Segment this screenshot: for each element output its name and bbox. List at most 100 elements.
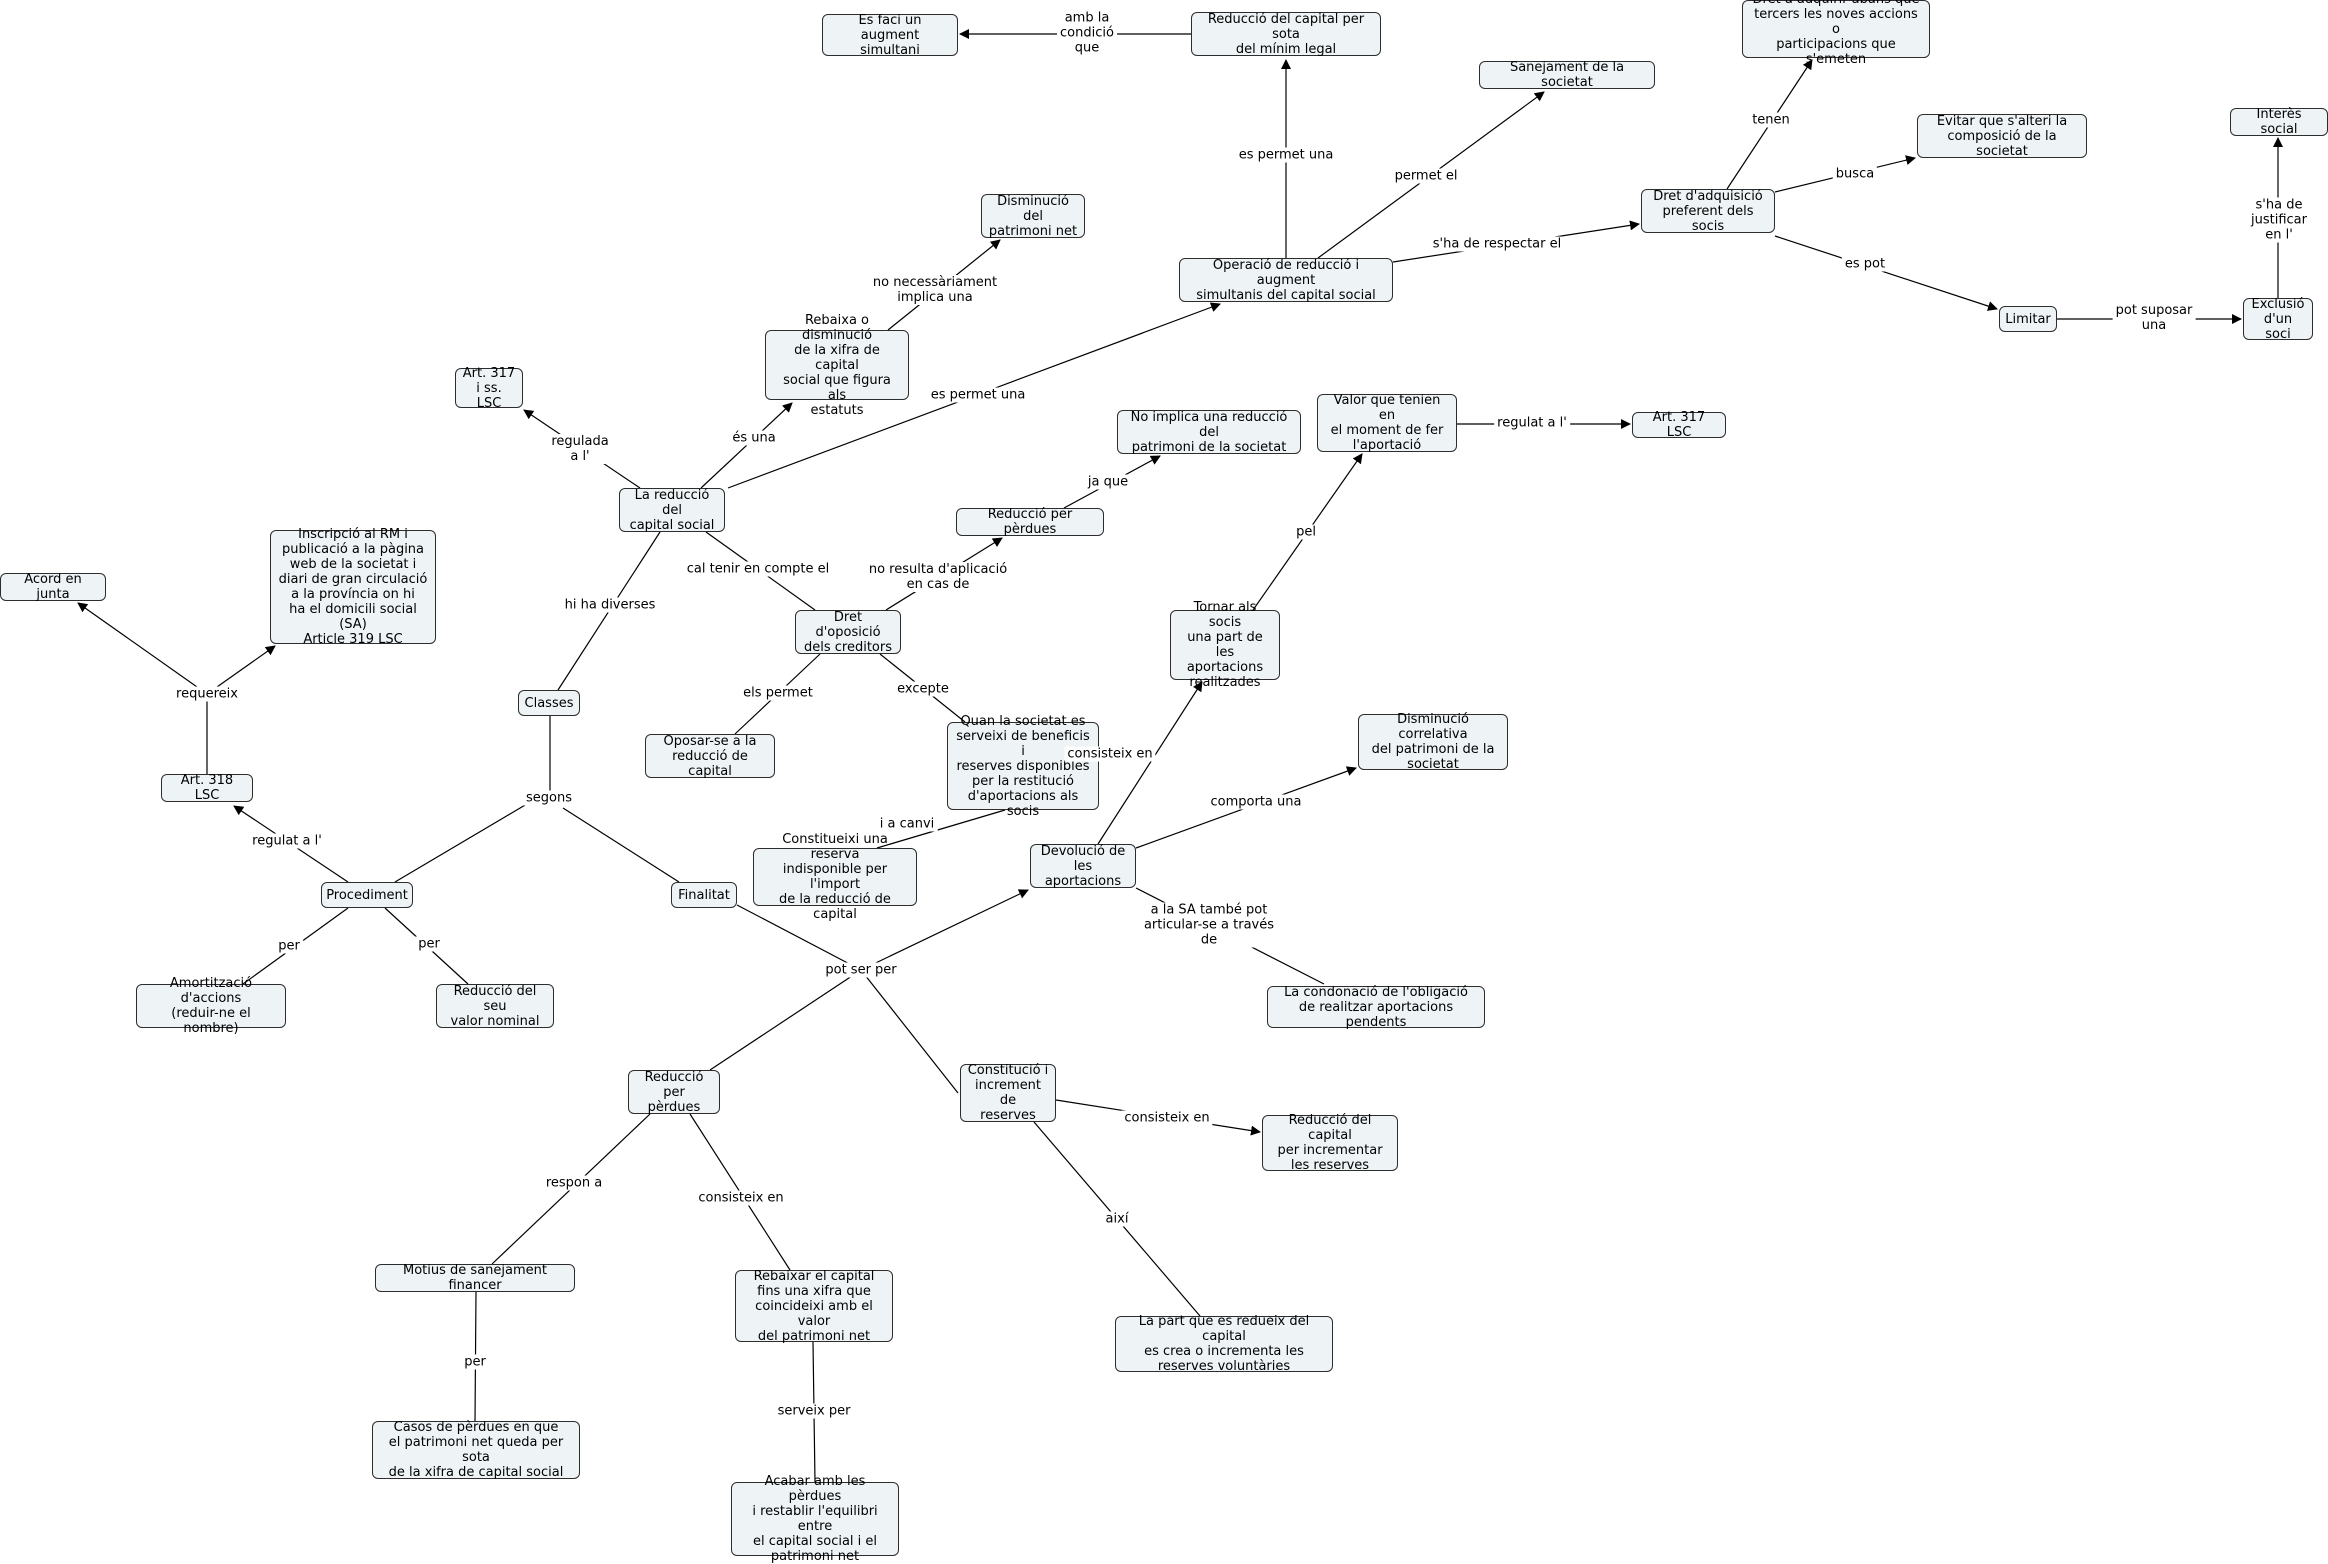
node-interes-text: Interès social [2256, 107, 2302, 137]
node-art317b-text: Art. 317 LSC [1652, 410, 1706, 440]
node-limitar-text: Limitar [2005, 311, 2051, 327]
label-no-necessariament: no necessàriament implica una [869, 275, 1001, 305]
connector-1 [700, 402, 793, 489]
node-evitar-text: Evitar que s'alteri la composició de la … [1936, 113, 2068, 159]
node-sanejament-text: Sanejament de la societat [1509, 60, 1625, 90]
node-rebaixar-text: Rebaixar el capital fins una xifra que c… [753, 1268, 875, 1344]
node-acabar[interactable]: Acabar amb les pèrdues i restablir l'equ… [731, 1474, 899, 1564]
node-operacio-text: Operació de reducció i augment simultani… [1196, 257, 1376, 303]
node-quan[interactable]: Quan la societat es serveixi de benefici… [947, 714, 1099, 819]
node-condonacio-text: La condonació de l'obligació de realitza… [1284, 984, 1468, 1030]
label-respectar: s'ha de respectar el [1429, 236, 1565, 252]
node-casos[interactable]: Casos de pèrdues en que el patrimoni net… [372, 1420, 580, 1480]
node-valor-nominal[interactable]: Reducció del seu valor nominal [436, 984, 554, 1029]
node-dret-oposicio[interactable]: Dret d'oposició dels creditors [795, 609, 901, 655]
node-augment[interactable]: Es faci un augment simultani [822, 12, 958, 58]
node-amortitzacio[interactable]: Amortització d'accions (reduir-ne el nom… [136, 976, 286, 1036]
connector-26 [206, 645, 276, 695]
node-tornar[interactable]: Tornar als socis una part de les aportac… [1170, 600, 1280, 690]
node-acabar-text: Acabar amb les pèrdues i restablir l'equ… [752, 1474, 878, 1564]
label-regulat: regulat a l' [249, 833, 325, 849]
node-quan-text: Quan la societat es serveixi de benefici… [956, 713, 1090, 819]
label-es-permet-una: es permet una [927, 387, 1029, 403]
node-dret-oposicio-text: Dret d'oposició dels creditors [803, 609, 892, 655]
node-rebaixar[interactable]: Rebaixar el capital fins una xifra que c… [735, 1268, 893, 1344]
node-art317b[interactable]: Art. 317 LSC [1632, 410, 1726, 440]
label-excepte: excepte [894, 681, 952, 697]
node-devolucio-text: Devolució de les aportacions [1040, 843, 1126, 889]
node-constitucio-text: Constitució i increment de reserves [967, 1063, 1049, 1123]
label-no-resulta: no resulta d'aplicació en cas de [865, 562, 1011, 592]
node-condonacio[interactable]: La condonació de l'obligació de realitza… [1267, 984, 1485, 1030]
node-operacio[interactable]: Operació de reducció i augment simultani… [1179, 257, 1393, 303]
node-sanejament[interactable]: Sanejament de la societat [1479, 60, 1655, 90]
node-motius-text: Motius de sanejament financer [403, 1263, 547, 1293]
node-dret-adq[interactable]: Dret d'adquisició preferent dels socis [1641, 188, 1775, 234]
node-disminucio-text: Disminució del patrimoni net [988, 193, 1078, 239]
node-part-text: La part que es redueix del capital es cr… [1138, 1314, 1310, 1374]
connector-25 [77, 602, 208, 695]
label-ja-que: ja que [1084, 474, 1132, 490]
label-consisteix2: consisteix en [1121, 1110, 1213, 1126]
node-art318[interactable]: Art. 318 LSC [161, 773, 253, 803]
label-pel: pel [1293, 524, 1319, 540]
label-regulada: regulada a l' [548, 434, 612, 464]
node-finalitat-text: Finalitat [678, 887, 730, 903]
node-constitucio[interactable]: Constitució i increment de reserves [960, 1063, 1056, 1123]
node-oposar[interactable]: Oposar-se a la reducció de capital [645, 734, 775, 779]
node-art317a[interactable]: Art. 317 i ss. LSC [455, 366, 523, 411]
node-sota[interactable]: Reducció del capital per sota del mínim … [1191, 11, 1381, 57]
node-constitueixi[interactable]: Constitueixi una reserva indisponible pe… [753, 832, 917, 922]
node-rebaixa-text: Rebaixa o disminució de la xifra de capi… [783, 312, 891, 418]
node-red-incrementar[interactable]: Reducció del capital per incrementar les… [1262, 1113, 1398, 1173]
label-serveix: serveix per [774, 1403, 854, 1419]
node-valor-tenien-text: Valor que tenien en el moment de fer l'a… [1330, 393, 1444, 453]
node-valor-tenien[interactable]: Valor que tenien en el moment de fer l'a… [1317, 393, 1457, 453]
node-dret-adq-text: Dret d'adquisició preferent dels socis [1653, 188, 1763, 234]
label-permet-el: permet el [1391, 168, 1461, 184]
connector-21 [394, 797, 538, 883]
label-busca: busca [1832, 166, 1878, 182]
node-devolucio[interactable]: Devolució de les aportacions [1030, 843, 1136, 889]
node-no-implica[interactable]: No implica una reducció del patrimoni de… [1117, 409, 1301, 455]
node-disminucio-corr[interactable]: Disminució correlativa del patrimoni de … [1358, 712, 1508, 772]
node-limitar[interactable]: Limitar [1999, 306, 2057, 332]
node-no-implica-text: No implica una reducció del patrimoni de… [1130, 409, 1288, 455]
node-red-perdues[interactable]: Reducció per pèrdues [628, 1069, 720, 1115]
label-requereix: requereix [173, 686, 241, 702]
label-consisteix1: consisteix en [1064, 746, 1156, 762]
node-classes-text: Classes [524, 695, 574, 711]
node-reduccio[interactable]: La reducció del capital social [619, 488, 725, 533]
node-casos-text: Casos de pèrdues en que el patrimoni net… [388, 1420, 564, 1480]
label-aixi: així [1102, 1211, 1132, 1227]
node-procediment[interactable]: Procediment [321, 882, 413, 908]
node-evitar[interactable]: Evitar que s'alteri la composició de la … [1917, 113, 2087, 159]
label-pot-ser: pot ser per [822, 962, 900, 978]
node-acord[interactable]: Acord en junta [0, 572, 106, 602]
node-red-perdues-top[interactable]: Reducció per pèrdues [956, 507, 1104, 537]
node-disminucio[interactable]: Disminució del patrimoni net [981, 193, 1085, 239]
node-classes[interactable]: Classes [518, 690, 580, 716]
node-exclusio[interactable]: Exclusió d'un soci [2243, 296, 2313, 342]
label-i-a-canvi: i a canvi [876, 816, 938, 832]
node-dret-adquirir[interactable]: Dret a adquirir abans que tercers les no… [1742, 0, 1930, 67]
label-pot-suposar: pot suposar una [2112, 303, 2196, 333]
node-part[interactable]: La part que es redueix del capital es cr… [1115, 1314, 1333, 1374]
node-augment-text: Es faci un augment simultani [858, 12, 922, 58]
node-rebaixa[interactable]: Rebaixa o disminució de la xifra de capi… [765, 313, 909, 418]
label-a-la-sa: a la SA també pot articular-se a través … [1140, 902, 1278, 948]
label-justificar: s'ha de justificar en l' [2248, 197, 2310, 243]
node-inscripcio[interactable]: Inscripció al RM i publicació a la pàgin… [270, 527, 436, 647]
node-acord-text: Acord en junta [24, 572, 82, 602]
label-regulat2: regulat a l' [1494, 415, 1570, 431]
connector-30 [860, 889, 1029, 971]
node-finalitat[interactable]: Finalitat [671, 882, 737, 908]
connector-10 [1774, 235, 1998, 311]
node-motius[interactable]: Motius de sanejament financer [375, 1263, 575, 1293]
node-sota-text: Reducció del capital per sota del mínim … [1207, 11, 1365, 57]
label-per3: per [461, 1354, 489, 1370]
node-exclusio-text: Exclusió d'un soci [2251, 296, 2305, 342]
node-red-perdues-text: Reducció per pèrdues [644, 1069, 704, 1115]
connector-33 [1097, 681, 1203, 845]
node-interes[interactable]: Interès social [2230, 107, 2328, 137]
